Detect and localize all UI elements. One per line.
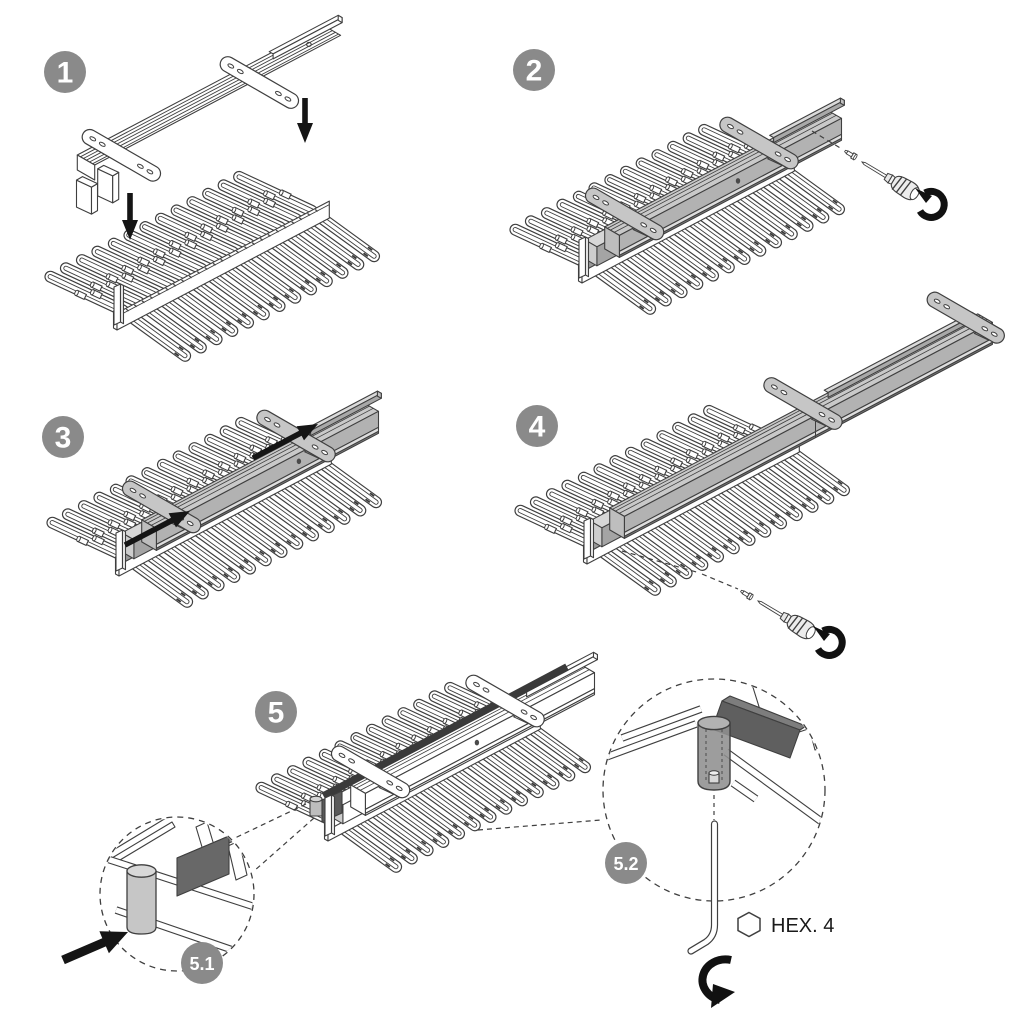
svg-text:4: 4 (529, 411, 546, 444)
svg-text:3: 3 (55, 422, 72, 455)
svg-text:5: 5 (268, 697, 285, 730)
svg-text:5.2: 5.2 (613, 854, 638, 874)
svg-text:1: 1 (57, 57, 74, 90)
svg-text:5.1: 5.1 (189, 954, 214, 974)
svg-text:HEX. 4: HEX. 4 (771, 915, 834, 937)
svg-text:2: 2 (526, 55, 543, 88)
